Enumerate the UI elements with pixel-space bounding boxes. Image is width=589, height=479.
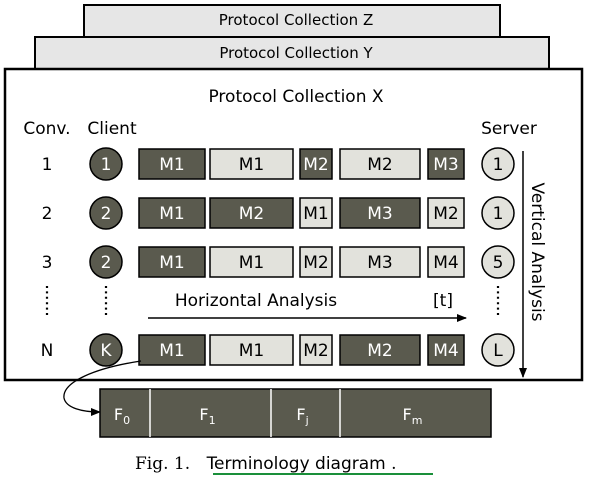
message-box: [138, 246, 206, 278]
client-circle: [89, 333, 123, 367]
message-box: [209, 334, 294, 366]
caption-text: Terminology diagram: [206, 454, 386, 474]
message-label: M1: [239, 341, 264, 361]
message-label: M2: [239, 204, 264, 224]
collection-x-label: Protocol Collection X: [208, 87, 383, 107]
collection-y-label: Protocol Collection Y: [219, 44, 373, 62]
message-box: [138, 197, 206, 229]
message-box: [209, 246, 294, 278]
message-box: [209, 148, 294, 180]
field-base: F: [403, 405, 412, 424]
collection-y-box: [34, 36, 550, 72]
message-box: [299, 246, 333, 278]
message-to-fields-arrow: [63, 360, 142, 416]
message-box: [138, 148, 206, 180]
message-label: M1: [159, 204, 184, 224]
caption-prefix: Fig. 1.: [135, 454, 190, 474]
conversation-row: 1 1 M1 M1 M2 M2 M3 1: [42, 147, 515, 181]
message-box: [339, 246, 421, 278]
message-label: M3: [367, 204, 392, 224]
server-id: 5: [493, 253, 504, 273]
server-header: Server: [481, 119, 537, 139]
field-subscript: 1: [209, 414, 216, 427]
caption-suffix: .: [391, 454, 396, 474]
conv-number: 3: [42, 253, 53, 273]
message-box: [427, 148, 465, 180]
client-id: 1: [101, 155, 112, 175]
message-box: [299, 334, 333, 366]
message-label: M3: [367, 253, 392, 273]
field-base: F: [199, 405, 208, 424]
field-label: F0: [114, 405, 130, 427]
message-box: [339, 334, 421, 366]
field-subscript: m: [412, 414, 423, 427]
client-circle: [89, 196, 123, 230]
client-header: Client: [87, 119, 137, 139]
message-label: M2: [303, 155, 328, 175]
message-box: [299, 148, 333, 180]
message-label: M1: [159, 253, 184, 273]
field-label: F1: [199, 405, 215, 427]
server-circle: [481, 333, 515, 367]
message-label: M1: [303, 204, 328, 224]
message-label: M2: [433, 204, 458, 224]
conversation-row: 3 2 M1 M1 M2 M3 M4 5: [42, 245, 515, 279]
message-label: M2: [303, 253, 328, 273]
conv-number: 2: [42, 204, 53, 224]
message-label: M2: [303, 341, 328, 361]
field-subscript: j: [305, 414, 309, 427]
message-label: M2: [367, 155, 392, 175]
message-box: [138, 334, 206, 366]
client-id: 2: [101, 253, 112, 273]
message-box: [209, 197, 294, 229]
field-base: F: [114, 405, 123, 424]
collection-z-label: Protocol Collection Z: [219, 11, 373, 29]
server-circle: [481, 245, 515, 279]
server-id: L: [493, 341, 503, 361]
server-id: 1: [493, 155, 504, 175]
message-label: M3: [433, 155, 458, 175]
client-id: 2: [101, 204, 112, 224]
message-label: M1: [159, 341, 184, 361]
server-circle: [481, 147, 515, 181]
field-label: Fm: [403, 405, 423, 427]
time-label: [t]: [433, 291, 453, 311]
conversation-row: N K M1 M1 M2 M2 M4 L: [41, 333, 515, 367]
conv-number: N: [41, 341, 54, 361]
message-label: M4: [433, 341, 458, 361]
horizontal-analysis-label: Horizontal Analysis: [175, 291, 337, 311]
vertical-analysis-label: Vertical Analysis: [527, 182, 547, 321]
message-box: [427, 246, 465, 278]
conversation-row: 2 2 M1 M2 M1 M3 M2 1: [42, 196, 515, 230]
figure-caption: Fig. 1. Terminology diagram .: [135, 454, 397, 474]
message-label: M4: [433, 253, 458, 273]
conv-header: Conv.: [23, 119, 70, 139]
message-box: [427, 197, 465, 229]
client-circle: [89, 147, 123, 181]
message-label: M1: [159, 155, 184, 175]
field-label: Fj: [296, 405, 308, 427]
server-circle: [481, 196, 515, 230]
message-box: [299, 197, 333, 229]
field-subscript: 0: [123, 414, 130, 427]
collection-z-box: [83, 4, 501, 40]
message-box: [339, 197, 421, 229]
field-base: F: [296, 405, 305, 424]
server-id: 1: [493, 204, 504, 224]
message-label: M1: [239, 155, 264, 175]
field-bar-background: [99, 388, 492, 438]
client-circle: [89, 245, 123, 279]
message-label: M2: [367, 341, 392, 361]
message-label: M1: [239, 253, 264, 273]
message-box: [427, 334, 465, 366]
client-id: K: [100, 341, 112, 361]
message-box: [339, 148, 421, 180]
conv-number: 1: [42, 155, 53, 175]
